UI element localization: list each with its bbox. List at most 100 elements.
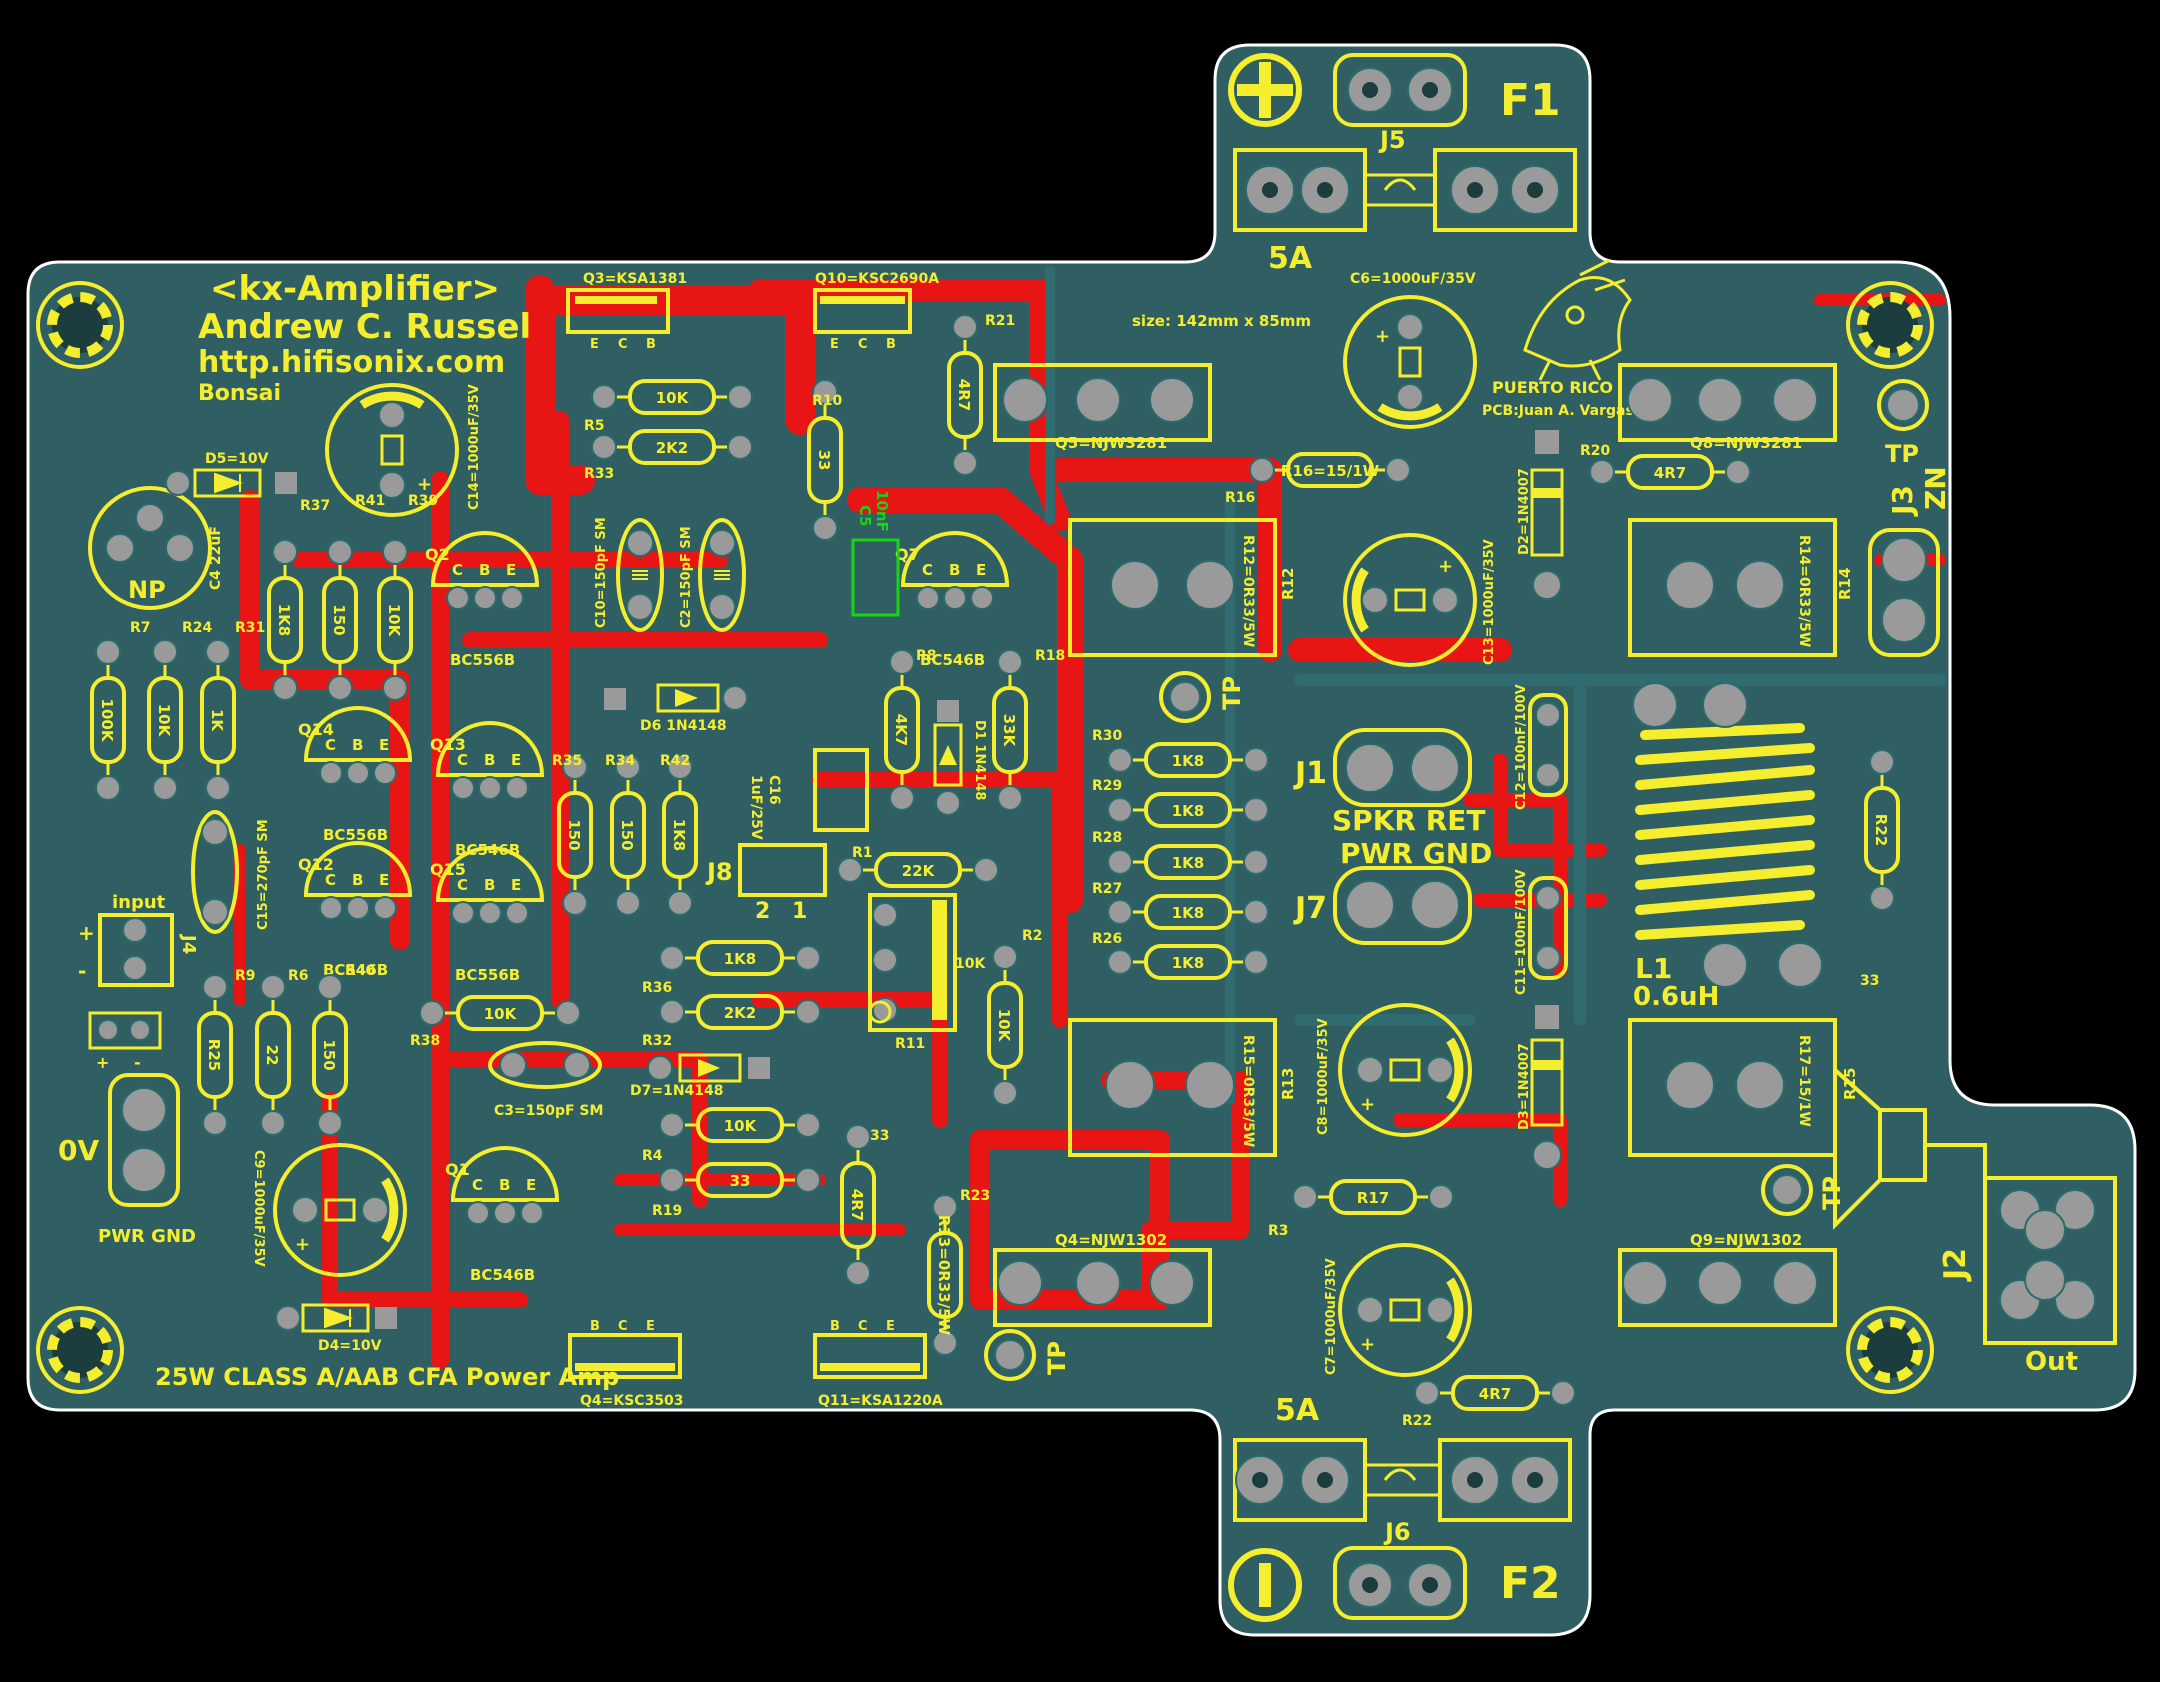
axial-resistor: 1K8 [1107,844,1269,880]
pin-letter: B [646,337,656,352]
ref-label: R21 [985,313,1015,329]
svg-text:+: + [417,474,432,495]
svg-text:C14=1000uF/35V: C14=1000uF/35V [467,384,482,510]
svg-text:10K: 10K [155,704,173,738]
board-model: Bonsai [198,381,281,406]
axial-resistor: 1K8 [1107,742,1269,778]
pwr-gnd-left-label: PWR GND [98,1226,196,1247]
axial-resistor: R16=15/1W [1249,452,1411,488]
ref-label: R8 [916,648,937,664]
svg-text:R25: R25 [205,1039,223,1071]
svg-text:B: B [484,751,495,769]
ref-label: R1 [852,845,873,861]
svg-text:Q2: Q2 [425,545,450,564]
f2-label: F2 [1500,1558,1561,1609]
ref-label: 33 [1860,973,1879,989]
svg-text:Q13: Q13 [430,735,466,754]
fuse-block-top: F1 J5 5A [1228,53,1577,276]
svg-text:100K: 100K [98,699,116,743]
fuse-bottom-rating: 5A [1275,1393,1320,1428]
svg-text:D6 1N4148: D6 1N4148 [640,718,727,734]
pin-letter: E [646,1319,655,1334]
svg-text:Q4=NJW1302: Q4=NJW1302 [1055,1231,1167,1249]
power-resistors: R12=0R33/5W R12 R14=0R33/5W R14 R15=0R33… [1068,518,1859,1157]
svg-text:C5: C5 [856,505,874,526]
svg-text:C: C [922,561,933,579]
svg-text:150: 150 [618,819,636,850]
svg-text:R16=15/1W: R16=15/1W [1281,462,1380,480]
pin-letter: E [830,337,839,352]
axial-resistor: R17 [1292,1179,1454,1215]
svg-text:E: E [511,751,521,769]
axial-resistor: 4K7 [884,649,920,811]
svg-text:-: - [134,1053,141,1072]
credit-place: PUERTO RICO [1492,378,1613,397]
svg-text:1K8: 1K8 [670,819,688,852]
svg-text:BC546B: BC546B [920,651,985,669]
zn-label: ZN [1919,466,1952,510]
ref-label: R40 [345,963,376,979]
mid-connectors: J1 SPKR RET PWR GND J7 [1293,728,1492,945]
svg-text:R17: R17 [1357,1189,1389,1207]
axial-resistor: 150 [322,539,358,701]
svg-text:R13=0R33/5W: R13=0R33/5W [935,1215,953,1336]
axial-resistor: 100K [90,639,126,801]
ref-label: R42 [660,753,690,769]
axial-resistor: 10K [147,639,183,801]
svg-text:E: E [526,1176,536,1194]
board-author: Andrew C. Russel [198,307,531,347]
svg-text:R13: R13 [1279,1068,1297,1100]
ref-label: R38 [410,1033,440,1049]
svg-text:B: B [352,736,363,754]
ref-label: 33 [870,1128,889,1144]
svg-text:R12: R12 [1279,568,1297,600]
ref-label: R3 [1268,1223,1289,1239]
svg-text:Q9=NJW1302: Q9=NJW1302 [1690,1231,1802,1249]
f1-label: F1 [1500,75,1561,126]
svg-text:Q5=NJW3281: Q5=NJW3281 [1055,434,1167,452]
svg-text:33K: 33K [1000,714,1018,748]
pin-letter: C [858,1319,868,1334]
svg-text:B: B [949,561,960,579]
pin-letter: C [618,337,628,352]
ref-label: R35 [552,753,582,769]
svg-text:C15=270pF SM: C15=270pF SM [256,819,271,930]
axial-resistor: 150 [312,974,348,1136]
svg-text:2: 2 [755,899,770,924]
svg-text:C: C [452,561,463,579]
svg-text:D3=1N4007: D3=1N4007 [1517,1043,1532,1130]
svg-text:Q15: Q15 [430,860,466,879]
mounting-holes [36,281,1934,1394]
svg-text:R22: R22 [1872,814,1890,846]
svg-text:D2=1N4007: D2=1N4007 [1517,468,1532,555]
svg-text:C: C [472,1176,483,1194]
svg-text:10K: 10K [484,1005,518,1023]
svg-text:D1 1N4148: D1 1N4148 [972,720,987,800]
svg-text:C: C [325,736,336,754]
svg-text:1K8: 1K8 [1172,752,1205,770]
ref-label: R18 [1035,648,1065,664]
j2-label: J2 [1938,1248,1973,1282]
axial-resistor: 150 [610,754,646,916]
svg-text:BC546B: BC546B [323,961,388,979]
j5-label: J5 [1378,126,1406,154]
svg-text:B: B [499,1176,510,1194]
svg-text:R14=0R33/5W: R14=0R33/5W [1796,535,1812,647]
fuse-block-bottom: 5A J6 F2 [1228,1393,1572,1622]
svg-text:1K8: 1K8 [275,604,293,637]
svg-text:1K8: 1K8 [724,950,757,968]
ref-label: R9 [235,968,256,984]
svg-text:1K: 1K [208,709,226,732]
svg-text:+: + [295,1234,310,1255]
board-url: http.hifisonix.com [198,345,505,380]
electrolytic-caps: + C14=1000uF/35V + C6=1000uF/35V + C13=1… [88,271,1497,1377]
l1-value: 0.6uH [1633,982,1719,1012]
svg-text:1K8: 1K8 [1172,854,1205,872]
test-points: TP TP TP [984,671,1846,1381]
j6-label: J6 [1383,1518,1411,1546]
ref-label: R33 [584,466,614,482]
svg-text:1K8: 1K8 [1172,802,1205,820]
axial-resistor: 1K8 [659,940,821,976]
